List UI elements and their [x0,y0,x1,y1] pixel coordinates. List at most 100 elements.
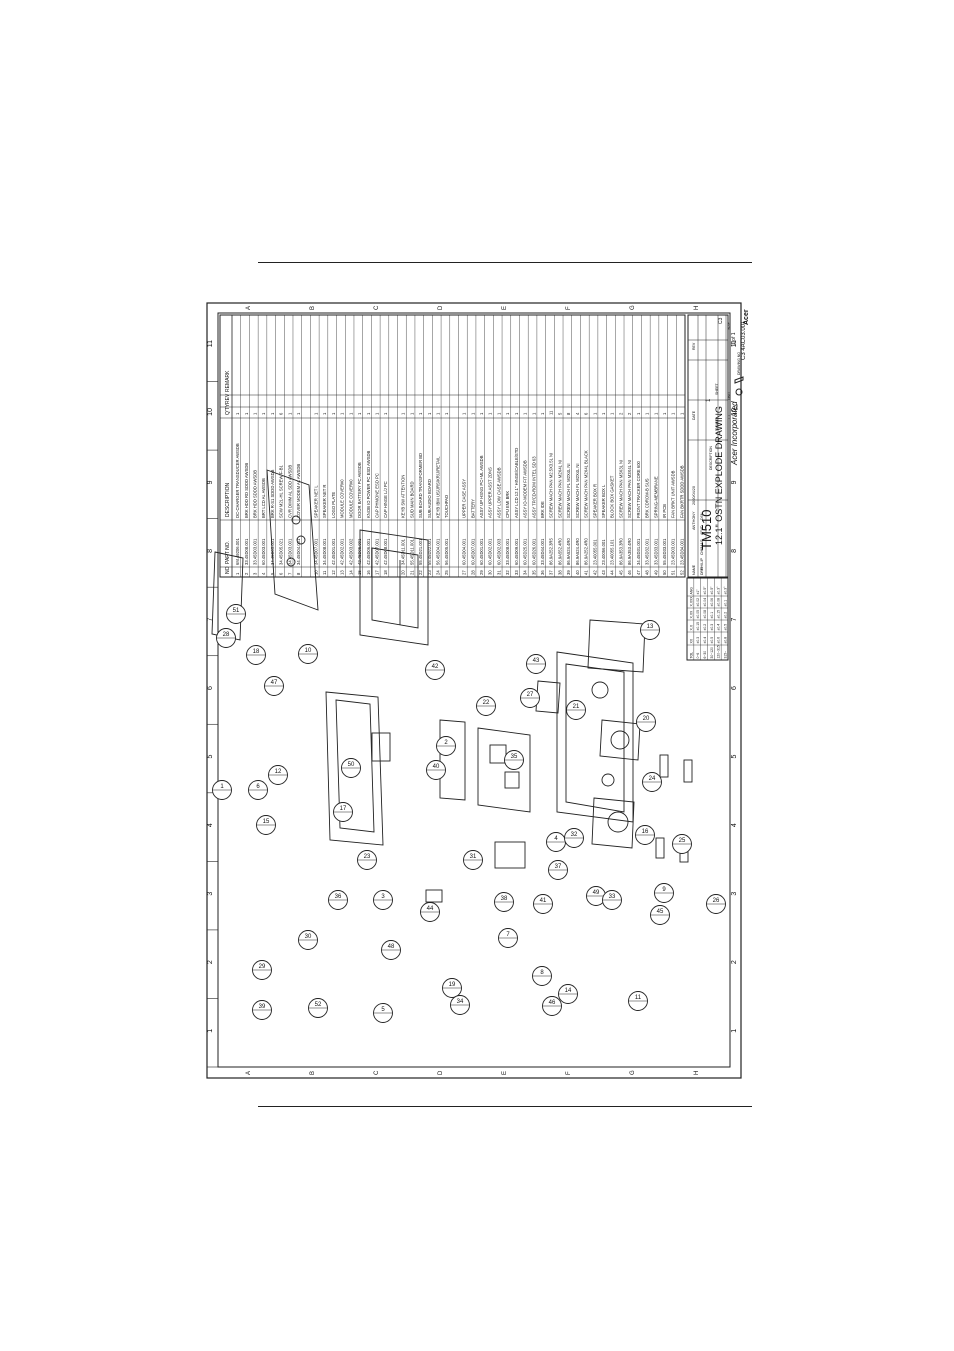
parts-cell-no: 4 [261,572,266,575]
part-callout-16: 16 [635,825,655,845]
tolerance-cell: TOL [689,652,693,659]
callout-number: 21 [573,704,580,710]
parts-header-cell: PART NO. [225,541,231,564]
sheet-outer-frame [206,302,742,1079]
part-callout-6: 6 [248,780,268,800]
cdrom-bracket-part [591,797,635,849]
parts-cell-qty: 1 [235,412,240,415]
parts-cell-pn: 60.45D09.001 [514,538,519,565]
footer-rule [258,1106,752,1107]
border-row-label: G [630,1070,636,1075]
border-column-label: 9 [731,480,738,484]
parts-cell-qty: 1 [261,412,266,415]
parts-cell-qty: 1 [418,412,423,415]
callout-number: 33 [609,894,616,900]
parts-cell-qty: 1 [322,412,327,415]
border-column-label: 6 [731,686,738,690]
parts-cell-no: 36 [540,570,545,575]
border-column-label: 5 [731,755,738,759]
parts-cell-no: 22 [418,570,423,575]
tolerance-cell: ±0.6 [717,637,721,644]
parts-cell-pn: 55.45D11.001 [409,538,414,565]
parts-cell-qty: 1 [531,412,536,415]
parts-cell-qty: 1 [357,412,362,415]
parts-cell-no: 51 [671,570,676,575]
tolerance-cell: ±0.3 [696,637,700,644]
parts-cell-qty: 1 [427,412,432,415]
parts-cell-qty: 1 [462,412,467,415]
callout-number: 1 [220,784,224,790]
parts-cell-no: 13 [340,570,345,575]
parts-cell-pn: 34.45D05.021 [279,538,284,565]
callout-number: 9 [662,887,666,893]
parts-cell-desc: BATTERY [470,499,475,518]
border-row-label: D [438,1070,444,1075]
parts-cell-qty: 6 [584,412,589,415]
parts-cell-no: 40 [575,570,580,575]
parts-cell-pn: 42.45D03.002 [348,538,353,565]
title-block-label: SHEET [715,382,719,395]
tolerance-cell: ±0.15 [696,622,700,631]
border-row-label: H [694,1071,700,1075]
parts-cell-pn: 86.9A524.4R0 [575,538,580,565]
parts-cell-desc: BRK R-S1 SDDD AWSDB [270,469,275,518]
part-callout-11: 11 [628,991,648,1011]
parts-cell-pn: 60.45D02.003 [496,538,501,565]
parts-cell-no: 50 [662,570,667,575]
title-block-label: SIZE [727,322,731,330]
parts-cell-qty: 1 [314,412,319,415]
parts-cell-no: 44 [610,570,615,575]
border-column-label: 11 [731,340,738,347]
parts-cell-desc: ASSY TP/CD-ROM INTEL SD 63 [531,456,536,518]
part-callout-47: 47 [264,676,284,696]
parts-cell-no: 48 [645,570,650,575]
border-column-label: 2 [207,960,214,964]
parts-cell-desc: SPEAKER NET L [314,485,319,518]
part-callout-12: 12 [268,765,288,785]
title-block-label: CHK [700,547,704,555]
part-callout-50: 50 [341,758,361,778]
parts-cell-desc: KNOB IO POWER PC ESD AWSDB [366,450,371,518]
part-callout-23: 23 [357,850,377,870]
parts-cell-qty: 1 [610,412,615,415]
part-callout-26: 26 [706,894,726,914]
callout-number: 43 [533,658,540,664]
parts-cell-qty: 1 [409,412,414,415]
parts-cell-no: 3 [253,572,258,575]
part-callout-29: 29 [252,960,272,980]
parts-cell-pn: 60.45D02.001 [488,538,493,565]
drawing-size: C3 [718,317,724,324]
parts-cell-desc: CAP PHMONE ESD PC [374,473,379,518]
part-callout-13: 13 [640,620,660,640]
parts-cell-pn: 6M.49206.001 [235,538,240,565]
lower-case-part [556,651,634,823]
part-callout-25: 25 [672,834,692,854]
border-column-label: 10 [207,408,214,416]
parts-cell-no: 33 [514,570,519,575]
callout-number: 42 [432,664,439,670]
part-callout-9: 9 [654,883,674,903]
part-callout-2: 2 [436,736,456,756]
callout-number: 10 [305,648,312,654]
parts-header-cell: DESCRIPTION [225,482,231,517]
parts-cell-qty: 1 [253,412,258,415]
tolerance-cell: ±0.2 [703,624,707,631]
border-column-label: 4 [207,823,214,827]
parts-cell-no: 41 [584,570,589,575]
border-column-label: 10 [731,408,738,416]
parts-cell-no: 30 [488,570,493,575]
border-column-label: 1 [207,1029,214,1033]
title-block-label: DRN [700,567,704,575]
upper-case-part [359,529,429,646]
parts-cell-pn: 33.45D33.001 [653,538,658,565]
tolerance-cell: XX [689,638,693,643]
drawing-number: C3 4AC03.001 [741,320,747,360]
part-callout-36: 36 [328,890,348,910]
callout-number: 35 [511,754,518,760]
title-block-value: ANTHONY [692,511,696,530]
title-block-label: DATE [692,410,696,420]
tolerance-cell: ±0.5° [703,586,707,595]
parts-cell-desc: ASSY IO-MODEM FIT AWSDB [523,460,528,518]
tolerance-cell: ±0.04 [703,598,707,607]
callout-number: 11 [635,995,642,1001]
